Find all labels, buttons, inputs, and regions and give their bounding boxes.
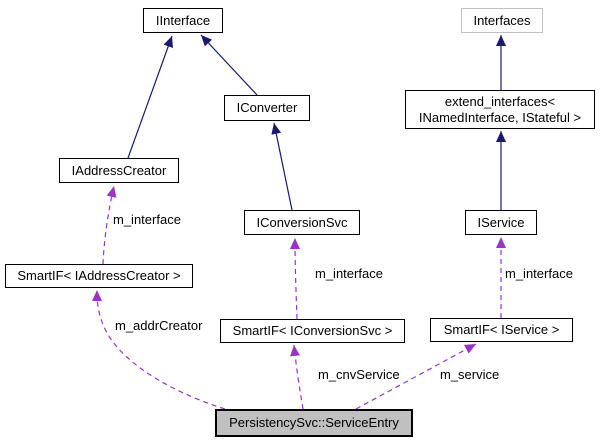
edge-label-m-cnvservice: m_cnvService [318, 367, 400, 382]
node-interfaces: Interfaces [461, 8, 543, 33]
edge-serviceentry-to-smartif-iaddresscreator [92, 289, 226, 410]
node-smartif-iconversionsvc[interactable]: SmartIF< IConversionSvc > [220, 319, 405, 343]
edge-label-m-addrcreator: m_addrCreator [115, 318, 203, 333]
node-label: SmartIF< IAddressCreator > [17, 268, 181, 284]
edge-smartif-iaddresscreator-to-iaddresscreator [102, 185, 117, 265]
node-label: IService [477, 214, 525, 230]
edge-smartif-iconversionsvc-to-iconversionsvc [290, 237, 301, 320]
edge-label-m-interface-addresscreator: m_interface [113, 212, 181, 227]
node-persistencysvc-serviceentry: PersistencySvc::ServiceEntry [215, 409, 413, 437]
node-label: SmartIF< IConversionSvc > [232, 323, 393, 339]
node-label: IAddressCreator [71, 162, 167, 178]
node-iservice[interactable]: IService [465, 210, 537, 235]
edge-serviceentry-to-smartif-iconversionsvc [290, 344, 304, 410]
node-label: IConverter [236, 100, 298, 116]
node-label: Interfaces [473, 12, 531, 28]
node-label: IConversionSvc [256, 214, 348, 230]
node-label: IInterface [155, 12, 211, 28]
node-iconversionsvc[interactable]: IConversionSvc [244, 210, 360, 235]
node-label: SmartIF< IService > [443, 322, 560, 338]
node-iaddresscreator[interactable]: IAddressCreator [59, 158, 179, 183]
edge-label-m-service: m_service [440, 367, 500, 382]
node-iconverter[interactable]: IConverter [224, 95, 310, 121]
edge-serviceentry-to-smartif-iservice [355, 343, 477, 410]
edge-label-m-interface-conversionsvc: m_interface [315, 266, 383, 281]
node-label: extend_interfaces< [444, 93, 556, 109]
edge-label-m-interface-iservice: m_interface [505, 266, 573, 281]
node-extend-interfaces[interactable]: extend_interfaces< INamedInterface, ISta… [405, 90, 595, 129]
node-smartif-iservice[interactable]: SmartIF< IService > [430, 318, 573, 342]
edge-iconversionsvc-to-iconverter [271, 122, 293, 211]
node-label: INamedInterface, IStateful > [418, 109, 582, 125]
node-smartif-iaddresscreator[interactable]: SmartIF< IAddressCreator > [5, 264, 193, 288]
node-label: PersistencySvc::ServiceEntry [229, 415, 399, 431]
edge-iconverter-to-iinterface [200, 34, 258, 96]
node-iinterface[interactable]: IInterface [143, 8, 223, 33]
edge-iaddresscreator-to-iinterface [127, 35, 173, 159]
